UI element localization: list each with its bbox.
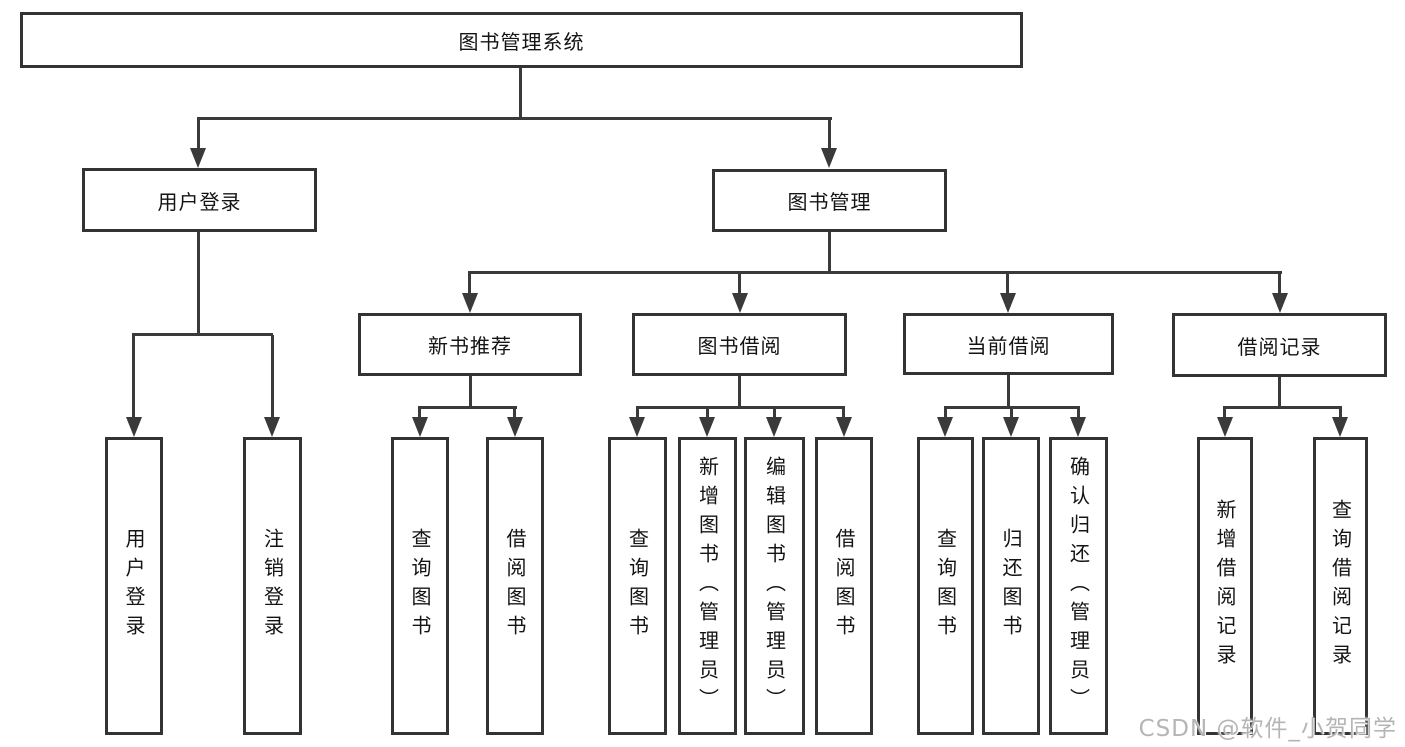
connector-line <box>1007 375 1010 408</box>
connector-line <box>519 68 522 119</box>
connector-line <box>706 408 709 419</box>
arrow-down-icon <box>821 148 837 168</box>
connector-line <box>271 335 274 417</box>
arrow-down-icon <box>190 148 206 168</box>
leaf-label: 查询图书 <box>933 528 958 644</box>
leaf-add-borrow-record: 新增借阅记录 <box>1197 437 1253 735</box>
leaf-borrow-books: 借阅图书 <box>815 437 873 735</box>
leaf-label: 编辑图书（管理员） <box>762 455 787 717</box>
leaf-add-books-admin: 新增图书（管理员） <box>678 437 737 735</box>
connector-line <box>1339 408 1342 419</box>
connector-line <box>636 408 639 419</box>
node-new-book-recommendation: 新书推荐 <box>358 313 582 376</box>
leaf-logout: 注销登录 <box>243 437 302 735</box>
node-label: 用户登录 <box>157 189 242 214</box>
connector-line <box>132 335 135 417</box>
leaf-label: 新增借阅记录 <box>1213 499 1237 673</box>
leaf-recommend-borrow-books: 借阅图书 <box>486 437 544 735</box>
leaf-label: 确认归还（管理员） <box>1066 455 1091 717</box>
connector-line <box>469 376 472 408</box>
connector-line <box>828 119 831 150</box>
connector-line <box>1006 273 1009 295</box>
arrow-down-icon <box>1332 417 1348 437</box>
leaf-user-login: 用户登录 <box>105 437 163 735</box>
leaf-label: 注销登录 <box>260 528 285 644</box>
node-library-management-system: 图书管理系统 <box>20 12 1023 68</box>
connector-line <box>418 406 517 409</box>
leaf-edit-books-admin: 编辑图书（管理员） <box>744 437 805 735</box>
arrow-down-icon <box>937 417 953 437</box>
node-current-borrowing: 当前借阅 <box>903 313 1114 375</box>
node-label: 图书借阅 <box>697 334 782 358</box>
leaf-label: 借阅图书 <box>832 528 856 644</box>
connector-line <box>1223 406 1342 409</box>
arrow-down-icon <box>1003 417 1019 437</box>
connector-line <box>1278 377 1281 408</box>
leaf-label: 查询借阅记录 <box>1328 499 1353 673</box>
connector-line <box>1010 408 1013 419</box>
leaf-label: 新增图书（管理员） <box>695 455 720 717</box>
arrow-down-icon <box>629 417 645 437</box>
node-book-borrowing: 图书借阅 <box>632 313 847 376</box>
arrow-down-icon <box>264 417 280 437</box>
arrow-down-icon <box>412 417 428 437</box>
connector-line <box>773 408 776 419</box>
connector-line <box>197 117 832 120</box>
connector-line <box>132 333 273 336</box>
connector-line <box>944 406 1080 409</box>
leaf-return-books: 归还图书 <box>982 437 1040 735</box>
node-label: 新书推荐 <box>428 334 512 358</box>
leaf-label: 借阅图书 <box>503 528 527 644</box>
connector-line <box>842 408 845 419</box>
node-user-login: 用户登录 <box>82 168 317 232</box>
arrow-down-icon <box>836 417 852 437</box>
connector-line <box>1223 408 1226 419</box>
connector-line <box>828 232 831 273</box>
arrow-down-icon <box>507 417 523 437</box>
arrow-down-icon <box>1272 293 1288 313</box>
connector-line <box>197 119 200 150</box>
connector-line <box>636 406 845 409</box>
leaf-query-borrow-record: 查询借阅记录 <box>1313 437 1368 735</box>
csdn-watermark: CSDN @软件_小贺同学 <box>1138 716 1397 742</box>
leaf-label: 归还图书 <box>999 528 1023 644</box>
connector-line <box>944 408 947 419</box>
arrow-down-icon <box>1000 293 1016 313</box>
connector-line <box>738 273 741 295</box>
connector-line <box>513 408 516 419</box>
node-label: 当前借阅 <box>966 333 1051 358</box>
arrow-down-icon <box>1070 417 1086 437</box>
leaf-label: 查询图书 <box>408 528 432 644</box>
arrow-down-icon <box>1217 417 1233 437</box>
connector-line <box>197 232 200 335</box>
leaf-label: 查询图书 <box>625 528 650 644</box>
node-book-management: 图书管理 <box>712 169 947 232</box>
arrow-down-icon <box>766 417 782 437</box>
node-borrowing-records: 借阅记录 <box>1172 313 1387 377</box>
arrow-down-icon <box>126 417 142 437</box>
node-label: 借阅记录 <box>1237 334 1322 359</box>
connector-line <box>1077 408 1080 419</box>
connector-line <box>468 273 471 295</box>
leaf-recommend-query-books: 查询图书 <box>391 437 449 735</box>
arrow-down-icon <box>462 293 478 313</box>
arrow-down-icon <box>732 293 748 313</box>
leaf-label: 用户登录 <box>122 528 146 644</box>
node-label: 图书管理系统 <box>458 29 585 54</box>
node-label: 图书管理 <box>787 190 872 214</box>
leaf-current-query-books: 查询图书 <box>917 437 974 735</box>
leaf-borrow-query-books: 查询图书 <box>608 437 667 735</box>
connector-line <box>468 271 1282 274</box>
leaf-confirm-return-admin: 确认归还（管理员） <box>1049 437 1108 735</box>
arrow-down-icon <box>699 417 715 437</box>
connector-line <box>738 376 741 408</box>
connector-line <box>418 408 421 419</box>
connector-line <box>1278 273 1281 295</box>
